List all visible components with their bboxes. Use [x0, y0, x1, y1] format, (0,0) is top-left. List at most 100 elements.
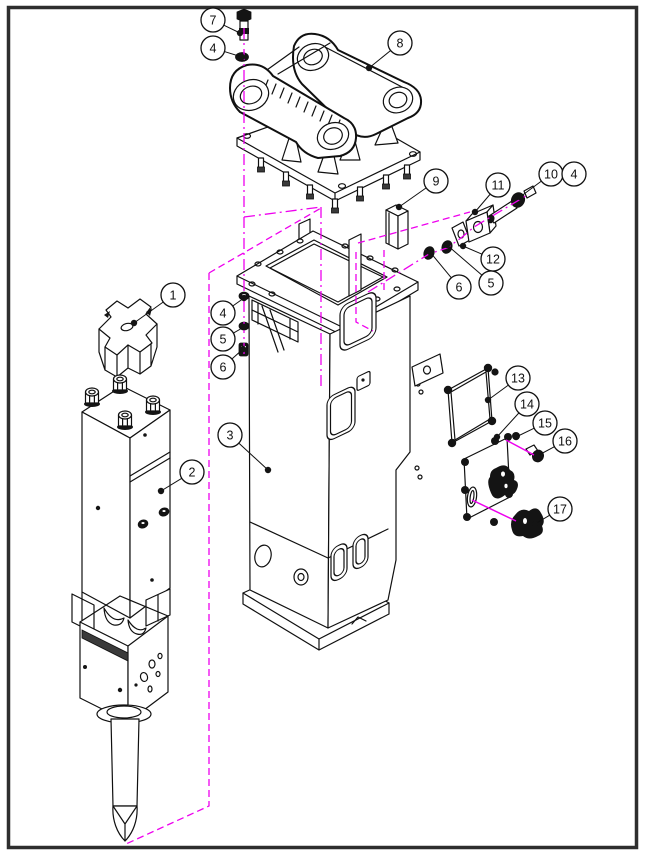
leader-dot: [516, 193, 524, 201]
leader-dot: [365, 64, 373, 72]
leader-dot: [459, 242, 467, 250]
callout-12: 12: [459, 242, 506, 272]
leader-line: [446, 244, 483, 276]
callout-6: 6: [210, 345, 247, 380]
callout-6: 6: [426, 248, 472, 300]
balloon-number: 4: [571, 168, 578, 182]
leader-dot: [239, 345, 247, 353]
balloon-number: 11: [492, 179, 505, 193]
side-rod-hardware: [423, 185, 537, 260]
leader-dot: [471, 208, 479, 216]
leader-dot: [512, 433, 520, 441]
balloon-number: 13: [511, 372, 525, 386]
balloon-circle: [561, 161, 587, 187]
balloon-circle: [446, 274, 472, 300]
callout-11: 11: [471, 172, 511, 216]
retainer-collar: [71, 588, 171, 635]
mounting-studs: [257, 157, 411, 214]
leader-line: [160, 477, 183, 492]
balloon-number: 8: [397, 37, 404, 51]
balloon-number: 4: [220, 307, 227, 321]
leader-dot: [238, 53, 246, 61]
balloon-number: 2: [189, 466, 196, 480]
balloon-number: 5: [488, 277, 495, 291]
pad-9: [385, 204, 409, 250]
grease-fitting-17: [511, 508, 544, 539]
balloon-number: 6: [220, 361, 227, 375]
balloon-number: 3: [227, 429, 234, 443]
balloon-number: 10: [544, 168, 558, 182]
callout-15: 15: [512, 410, 558, 441]
callout-14: 14: [493, 391, 540, 441]
callout-3: 3: [217, 422, 272, 474]
cylinder-2: [71, 374, 171, 635]
callout-7: 7: [200, 7, 244, 37]
leader-line: [474, 193, 491, 213]
balloon-number: 1: [170, 289, 177, 303]
balloon-number: 12: [486, 253, 500, 267]
leader-dot: [130, 319, 138, 327]
drawing-border: [6, 5, 639, 850]
balloon-number: 4: [210, 42, 217, 56]
callout-1: 1: [130, 282, 186, 327]
balloon-number: 7: [210, 14, 217, 28]
balloon-number: 17: [553, 503, 567, 517]
inner-bracket-detail: [251, 299, 299, 353]
leader-dot: [443, 241, 451, 249]
leader-line: [398, 187, 427, 208]
leader-line: [496, 412, 520, 438]
balloon-circle: [505, 365, 531, 391]
cover-plate-13: [443, 363, 499, 448]
top-bracket-8: [229, 32, 423, 214]
leader-line: [519, 180, 542, 198]
housing-window-upper: [339, 292, 377, 351]
balloon-circle: [423, 168, 449, 194]
balloon-circle: [179, 459, 205, 485]
leader-line: [515, 427, 535, 438]
callout-4: 4: [200, 35, 246, 61]
leader-line: [238, 442, 269, 471]
balloon-number: 15: [538, 417, 552, 431]
balloon-circle: [552, 428, 578, 454]
balloon-circle: [514, 391, 540, 417]
balloon-circle: [160, 282, 186, 308]
balloon-number: 14: [520, 398, 534, 412]
leader-dot: [240, 294, 248, 302]
balloon-circle: [387, 30, 413, 56]
balloon-circle: [532, 410, 558, 436]
projection-lines: [125, 28, 537, 845]
leader-dot: [531, 520, 539, 528]
callout-10: 10: [516, 161, 564, 201]
balloon-circle: [200, 7, 226, 33]
callout-4: 4: [561, 161, 587, 187]
leader-dot: [240, 323, 248, 331]
chisel: [110, 718, 140, 842]
balloon-number: 16: [558, 435, 572, 449]
tie-rod-nuts: [84, 374, 161, 430]
callout-5: 5: [443, 241, 504, 296]
balloon-number: 6: [456, 281, 463, 295]
flange-holes: [248, 238, 401, 302]
leader-dot: [533, 452, 541, 460]
balloon-circle: [547, 496, 573, 522]
balloon-circle: [200, 35, 226, 61]
leader-line: [536, 446, 555, 457]
balloon-number: 9: [433, 175, 440, 189]
balloon-circle: [478, 270, 504, 296]
leader-dot: [493, 433, 501, 441]
leader-line: [487, 384, 509, 401]
leader-line: [133, 301, 164, 324]
balloon-circle: [217, 422, 243, 448]
cover-plate-14: [461, 433, 518, 526]
leader-dot: [236, 29, 244, 37]
balloon-circle: [210, 300, 236, 326]
leader-dot: [157, 487, 165, 495]
callout-9: 9: [395, 168, 449, 211]
front-head: [79, 595, 169, 724]
balloon-circle: [210, 354, 236, 380]
leader-line: [429, 251, 452, 279]
leader-line: [462, 245, 483, 255]
callout-5: 5: [210, 323, 248, 352]
